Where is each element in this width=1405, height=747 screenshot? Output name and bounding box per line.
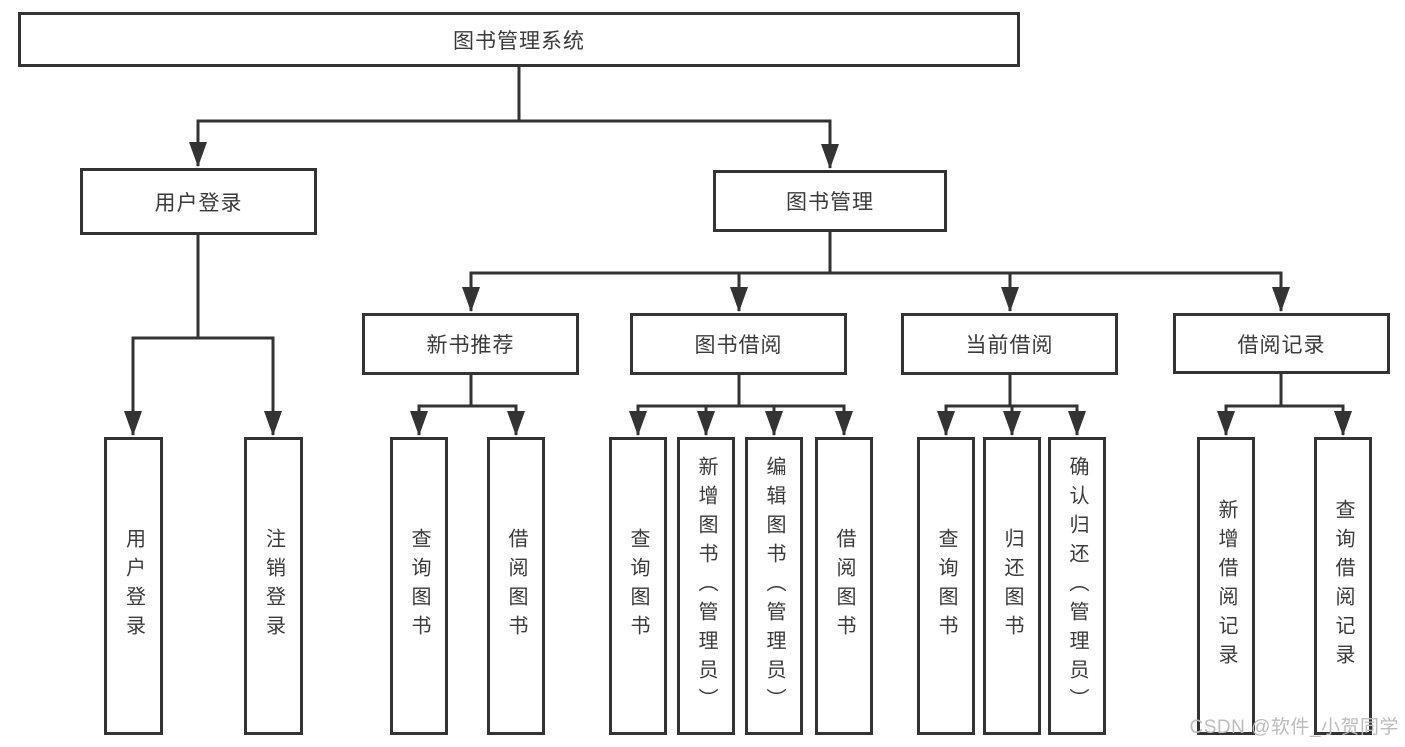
- leaf-label: 编辑图书（管理员）: [763, 455, 785, 717]
- csdn-watermark: CSDN @软件_小贺同学: [1189, 717, 1399, 738]
- node-label: 新书推荐: [426, 334, 515, 357]
- node-label: 图书管理: [786, 191, 874, 214]
- leaf-label: 借阅图书: [505, 528, 527, 644]
- node-book-management-branch: 图书管理: [713, 170, 947, 232]
- leaf-label: 新增借阅记录: [1215, 499, 1237, 673]
- leaf-label: 查询图书: [627, 528, 649, 644]
- leaf-label: 借阅图书: [833, 528, 855, 644]
- leaf-borrow-books: 借阅图书: [815, 437, 873, 735]
- node-new-book-recommendation: 新书推荐: [362, 313, 579, 375]
- node-borrowing-records: 借阅记录: [1173, 313, 1390, 374]
- node-label: 借阅记录: [1237, 333, 1326, 357]
- leaf-label: 确认归还（管理员）: [1066, 455, 1088, 717]
- leaf-borrow-books-recommend: 借阅图书: [487, 437, 545, 735]
- leaf-label: 归还图书: [1001, 528, 1023, 644]
- leaf-edit-books-admin: 编辑图书（管理员）: [745, 437, 803, 735]
- leaf-query-books-borrowing: 查询图书: [609, 437, 667, 735]
- node-root-library-management-system: 图书管理系统: [18, 12, 1020, 67]
- leaf-logout: 注销登录: [244, 437, 303, 735]
- leaf-label: 新增图书（管理员）: [695, 455, 717, 717]
- leaf-query-books-recommend: 查询图书: [390, 437, 448, 735]
- leaf-query-books-current: 查询图书: [917, 437, 975, 735]
- leaf-add-borrow-record: 新增借阅记录: [1197, 437, 1255, 735]
- node-label: 图书借阅: [694, 334, 783, 357]
- leaf-return-books: 归还图书: [983, 437, 1041, 735]
- leaf-label: 查询图书: [408, 528, 430, 644]
- leaf-confirm-return-admin: 确认归还（管理员）: [1048, 437, 1106, 735]
- leaf-label: 用户登录: [122, 528, 145, 644]
- node-book-borrowing: 图书借阅: [630, 313, 847, 375]
- node-label: 当前借阅: [965, 334, 1054, 357]
- node-label: 用户登录: [154, 191, 243, 215]
- leaf-label: 查询借阅记录: [1332, 499, 1354, 673]
- node-label: 图书管理系统: [453, 29, 585, 53]
- leaf-label: 注销登录: [262, 528, 285, 644]
- leaf-user-login: 用户登录: [104, 437, 163, 735]
- leaf-label: 查询图书: [935, 528, 957, 644]
- leaf-query-borrow-record: 查询借阅记录: [1314, 437, 1372, 735]
- node-user-login-branch: 用户登录: [80, 168, 317, 235]
- leaf-add-books-admin: 新增图书（管理员）: [677, 437, 735, 735]
- node-current-borrowing: 当前借阅: [901, 313, 1118, 375]
